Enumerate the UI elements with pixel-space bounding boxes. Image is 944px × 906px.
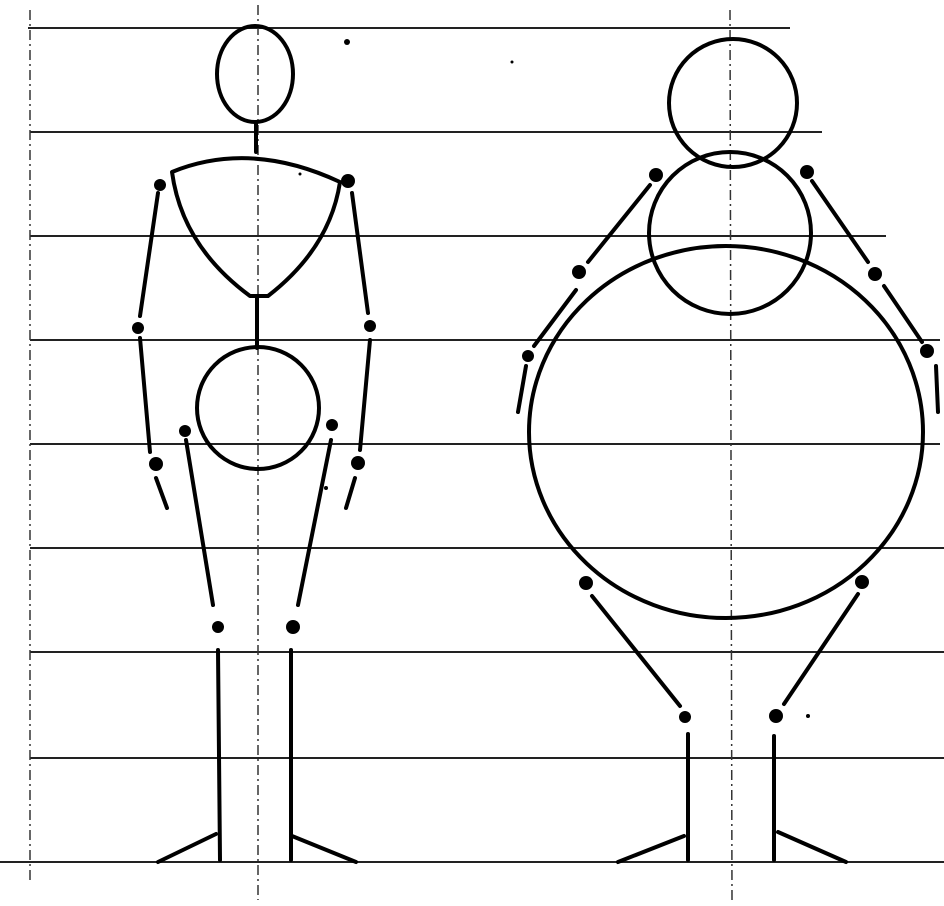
round-left-upper-arm	[588, 185, 650, 262]
speck	[806, 714, 810, 718]
standard-left-thigh	[186, 440, 213, 605]
round-right-elbow-joint	[868, 267, 882, 281]
round-left-shoulder-joint	[649, 168, 663, 182]
standard-left-foot	[158, 834, 216, 862]
standard-left-forearm	[140, 338, 150, 452]
round-right-hip-joint	[855, 575, 869, 589]
standard-right-thigh	[298, 440, 331, 605]
standard-left-wrist-joint	[149, 457, 163, 471]
round-left-knee-joint	[679, 711, 691, 723]
round-right-upper-arm	[812, 181, 868, 262]
round-belly	[529, 246, 923, 618]
round-left-hand	[518, 366, 526, 412]
round-left-foot	[618, 836, 684, 862]
round-right-shoulder-joint	[800, 165, 814, 179]
round-left-elbow-joint	[572, 265, 586, 279]
standard-right-elbow-joint	[364, 320, 376, 332]
standard-right-upper-arm	[352, 193, 368, 313]
round-figure	[518, 10, 938, 900]
round-left-wrist-joint	[522, 350, 534, 362]
round-right-hand	[936, 366, 938, 412]
standard-left-shin	[218, 650, 220, 860]
standard-left-upper-arm	[140, 193, 158, 316]
speck	[344, 39, 350, 45]
standard-right-wrist-joint	[351, 456, 365, 470]
standard-left-elbow-joint	[132, 322, 144, 334]
standard-torso	[172, 158, 340, 296]
standard-right-hand	[346, 478, 355, 508]
round-right-knee-joint	[769, 709, 783, 723]
standard-right-foot	[292, 836, 356, 862]
standard-right-hip-joint	[326, 419, 338, 431]
standard-left-hand	[156, 478, 167, 508]
standard-head	[217, 26, 293, 122]
proportion-grid	[0, 10, 944, 880]
round-center-axis	[730, 10, 732, 900]
standard-figure	[132, 5, 376, 900]
standard-right-knee-joint	[286, 620, 300, 634]
standard-left-knee-joint	[212, 621, 224, 633]
round-right-wrist-joint	[920, 344, 934, 358]
standard-left-hip-joint	[179, 425, 191, 437]
standard-right-shoulder-joint	[341, 174, 355, 188]
round-head	[669, 39, 797, 167]
speck	[299, 173, 302, 176]
speck	[511, 61, 514, 64]
round-left-hip-joint	[579, 576, 593, 590]
round-right-forearm	[884, 286, 922, 342]
standard-left-shoulder-joint	[154, 179, 166, 191]
round-right-foot	[778, 832, 846, 862]
speck	[324, 486, 328, 490]
standard-right-forearm	[360, 340, 370, 450]
round-right-thigh	[784, 594, 858, 704]
